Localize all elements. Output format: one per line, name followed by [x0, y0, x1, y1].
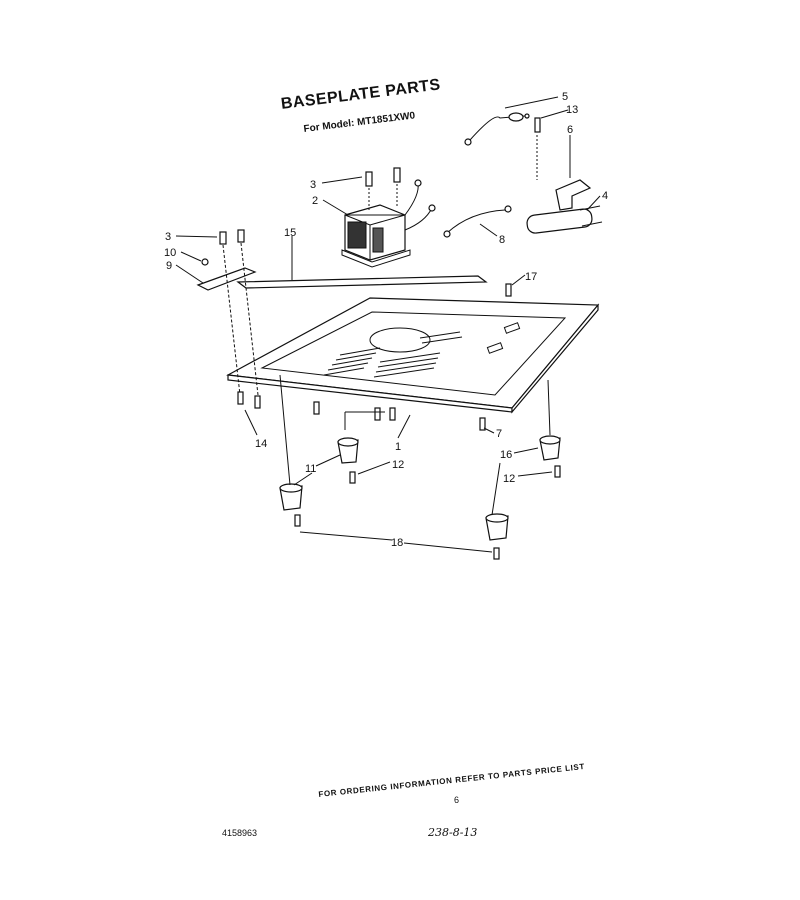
- callout-13: 13: [566, 104, 578, 116]
- foot-parts: [279, 374, 561, 560]
- handwritten-note: 238-8-13: [428, 826, 478, 839]
- callout-10: 10: [164, 247, 176, 259]
- callout-3-transformer: 3: [310, 179, 316, 191]
- capacitor-part: [526, 205, 603, 234]
- bracket-part: [555, 179, 592, 211]
- baseplate-part: [226, 297, 600, 414]
- callout-3-bracket: 3: [165, 231, 171, 243]
- screw-17-part: [505, 283, 512, 297]
- callout-11: 11: [305, 463, 316, 475]
- vent-slots: [323, 331, 463, 378]
- callout-1: 1: [395, 441, 401, 453]
- callout-12-right: 12: [503, 473, 515, 485]
- callout-8: 8: [499, 234, 505, 246]
- wire-lead-part: [443, 205, 512, 238]
- callout-7: 7: [496, 428, 502, 440]
- leader-lines: [175, 96, 601, 553]
- callout-16: 16: [500, 449, 512, 461]
- callout-4: 4: [602, 190, 608, 202]
- callout-14: 14: [255, 438, 267, 450]
- transformer-screws: [365, 167, 401, 210]
- strip-part: [236, 236, 488, 289]
- side-bracket-part: [196, 229, 259, 396]
- callout-9: 9: [166, 260, 172, 272]
- fuse-lead-part: [464, 112, 530, 146]
- callout-18: 18: [391, 537, 403, 549]
- baseplate-screws: [237, 391, 486, 431]
- callout-17: 17: [525, 271, 537, 283]
- transformer-part: [341, 179, 436, 268]
- callout-5: 5: [562, 91, 568, 103]
- callout-15: 15: [284, 227, 296, 239]
- document-number: 4158963: [222, 828, 258, 838]
- screw-13-part: [534, 117, 541, 180]
- callout-12-left: 12: [392, 459, 404, 471]
- callout-2: 2: [312, 195, 318, 207]
- callout-6: 6: [567, 124, 573, 136]
- page-number: 6: [454, 795, 460, 805]
